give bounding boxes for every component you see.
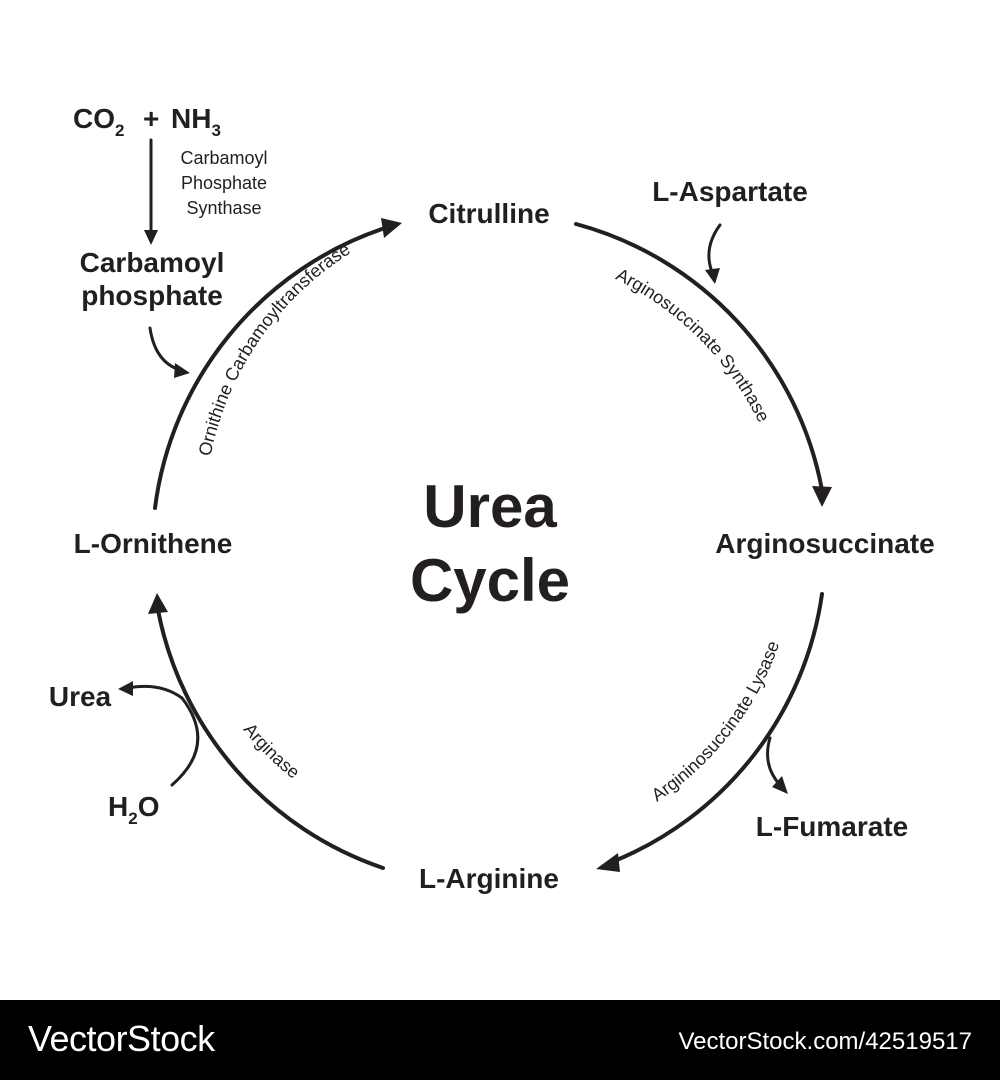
carbamoyl-line2: phosphate	[81, 280, 223, 311]
footer-brand: VectorStock	[28, 1018, 215, 1059]
node-arginosuccinate: Arginosuccinate	[715, 528, 934, 559]
node-ornithene: L-Ornithene	[74, 528, 233, 559]
arc-citrulline-to-arginosuccinate	[574, 222, 824, 492]
arc-arginine-to-ornithine	[156, 608, 385, 870]
node-arginine: L-Arginine	[419, 863, 559, 894]
arrowhead-arginine	[596, 853, 620, 872]
watermark-footer: VectorStock VectorStock.com/42519517	[0, 1000, 1000, 1080]
arrow-aspartate-join	[707, 223, 722, 274]
arc-ornithine-to-citrulline	[153, 226, 387, 510]
arrow-h2o-urea	[126, 684, 200, 787]
urea-label: Urea	[49, 681, 112, 712]
enzyme-cps-line1: Carbamoyl	[180, 148, 267, 168]
footer-reference: VectorStock.com/42519517	[678, 1028, 972, 1055]
arrowhead-aspartate-join	[705, 268, 720, 284]
h2o-label: H2O	[108, 791, 159, 828]
arrowhead-carbamoyl-join	[174, 363, 190, 378]
fumarate-label: L-Fumarate	[756, 811, 908, 842]
urea-cycle-diagram: Urea Cycle Citrulline Arginosuccinate L-…	[49, 103, 935, 894]
enzyme-arginase: Arginase	[240, 719, 304, 782]
enzyme-ass: Arginosuccinate Synthase	[613, 264, 774, 425]
arrow-fumarate-leave	[766, 736, 782, 787]
node-citrulline: Citrulline	[428, 198, 549, 229]
title-line2: Cycle	[410, 547, 570, 614]
aspartate-label: L-Aspartate	[652, 176, 808, 207]
arrowhead-urea	[118, 681, 133, 696]
co2-label: CO2	[73, 103, 124, 140]
arrowhead-carbamoyl	[144, 230, 158, 245]
plus-label: +	[143, 103, 159, 134]
enzyme-cps-line3: Synthase	[186, 198, 261, 218]
title-line1: Urea	[423, 473, 557, 540]
enzyme-asl: Argininosuccinate Lysase	[648, 638, 783, 805]
arc-arginosuccinate-to-arginine	[610, 592, 824, 864]
arrowhead-fumarate	[772, 776, 788, 794]
arrowhead-ornithine	[148, 593, 168, 614]
enzyme-cps-line2: Phosphate	[181, 173, 267, 193]
arrowhead-arginosuccinate	[812, 486, 832, 507]
nh3-label: NH3	[171, 103, 221, 140]
arrowhead-citrulline	[381, 218, 402, 238]
carbamoyl-line1: Carbamoyl	[80, 247, 225, 278]
